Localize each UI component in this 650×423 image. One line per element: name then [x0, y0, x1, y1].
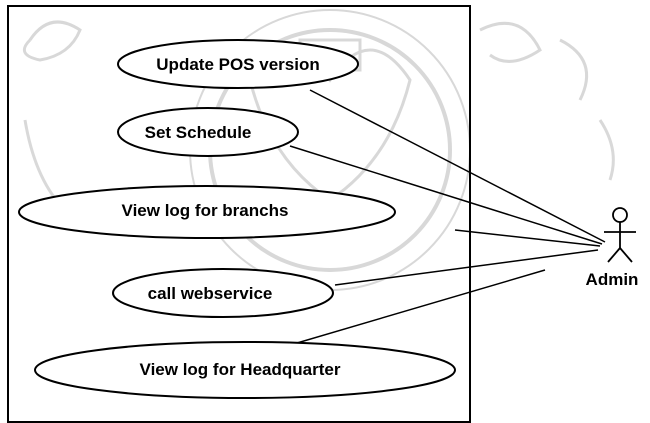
assoc-view-log-headquarter [279, 269, 546, 349]
association-lines [279, 89, 606, 349]
assoc-set-schedule [289, 145, 603, 245]
assoc-call-webservice [334, 249, 599, 286]
use-case-label: Set Schedule [145, 123, 252, 142]
stick-figure-icon [604, 207, 636, 263]
use-case-label: Update POS version [156, 55, 319, 74]
use-case-label: call webservice [148, 284, 273, 303]
use-case-view-log-branchs: View log for branchs [18, 185, 396, 239]
use-case-label: View log for Headquarter [140, 360, 341, 379]
assoc-update-pos [309, 89, 606, 243]
system-boundary [7, 5, 471, 423]
assoc-view-log-branchs [454, 229, 601, 247]
actor-admin [604, 207, 636, 263]
use-case-label: View log for branchs [122, 201, 289, 220]
use-case-set-schedule: Set Schedule [117, 107, 299, 157]
use-case-update-pos-version: Update POS version [117, 39, 359, 89]
use-case-view-log-headquarter: View log for Headquarter [34, 341, 456, 399]
actor-label: Admin [586, 270, 639, 289]
use-case-call-webservice: call webservice [112, 268, 334, 318]
